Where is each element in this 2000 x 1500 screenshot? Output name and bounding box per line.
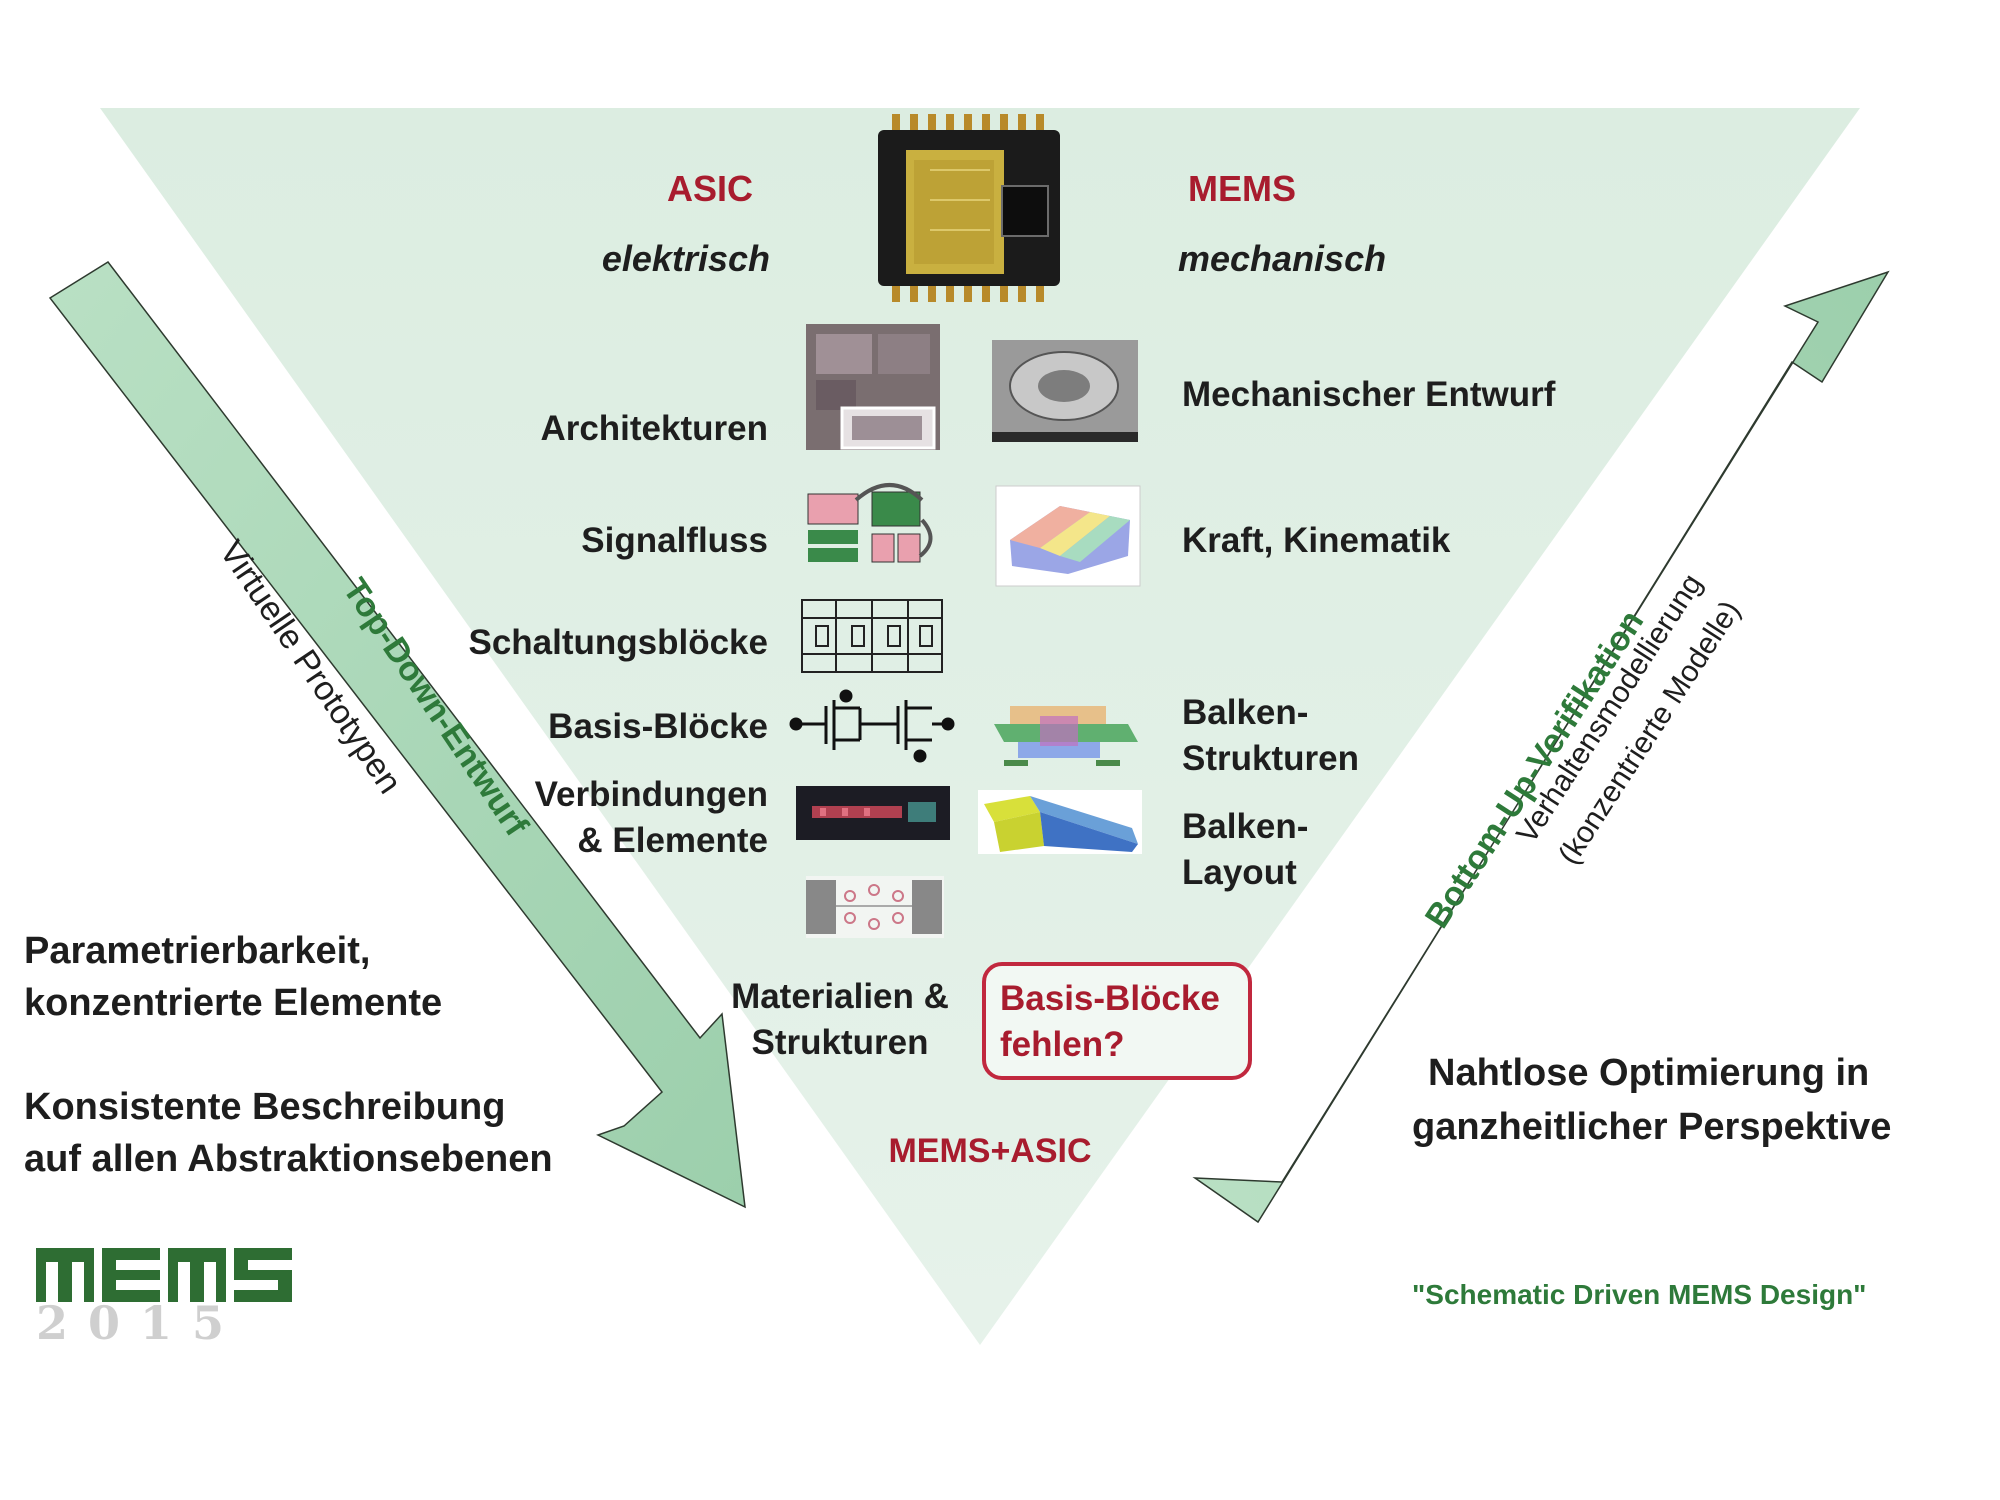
level-balken-strukturen-line2: Strukturen [1182, 739, 1359, 778]
level-kraft-kinematik: Kraft, Kinematik [1182, 521, 1451, 560]
material-structure-image [806, 876, 944, 938]
missing-basic-blocks-line2: fehlen? [1000, 1025, 1125, 1064]
asic-subtitle: elektrisch [601, 238, 770, 279]
interconnect-image [796, 786, 950, 840]
left-text-p1-line1: Parametrierbarkeit, [24, 930, 371, 972]
tagline: "Schematic Driven MEMS Design" [1412, 1279, 1867, 1310]
mems-2015-logo [36, 1248, 292, 1302]
top-down-arrow [48, 261, 746, 1209]
left-text-p1-line2: konzentrierte Elemente [24, 982, 443, 1024]
left-text-p2-line1: Konsistente Beschreibung [24, 1086, 506, 1128]
level-verbindungen-line2: & Elemente [577, 821, 768, 860]
circuit-blocks-image [801, 599, 943, 673]
abstraction-triangle [100, 108, 1860, 1345]
logo-year: 2015 [36, 1296, 245, 1350]
level-basis-bloecke: Basis-Blöcke [548, 707, 768, 746]
mems-subtitle: mechanisch [1178, 238, 1387, 279]
architecture-image [806, 324, 940, 450]
bottom-up-arrow [1192, 270, 1890, 1224]
basic-block-symbol [789, 689, 955, 763]
mems-title: MEMS [1188, 168, 1296, 209]
materialien-line2: Strukturen [751, 1023, 929, 1062]
beam-layout-image [978, 790, 1142, 854]
kinematics-plot-image [995, 485, 1141, 587]
right-text-line1: Nahtlose Optimierung in [1428, 1052, 1870, 1094]
level-signalfluss: Signalfluss [581, 521, 768, 560]
level-mechanischer-entwurf: Mechanischer Entwurf [1182, 375, 1556, 414]
beam-structure-image [994, 706, 1138, 766]
chip-image [878, 114, 1060, 302]
materialien-line1: Materialien & [731, 977, 949, 1016]
left-text-p2-line2: auf allen Abstraktionsebenen [24, 1138, 553, 1180]
level-verbindungen-line1: Verbindungen [534, 775, 768, 814]
missing-basic-blocks-box [982, 962, 1252, 1080]
signal-flow-image [807, 483, 933, 563]
level-balken-layout-line1: Balken- [1182, 807, 1309, 846]
asic-title: ASIC [666, 168, 753, 209]
mems-asic-label: MEMS+ASIC [888, 1132, 1092, 1170]
mechanical-design-image [992, 340, 1138, 442]
level-architekturen: Architekturen [540, 409, 768, 448]
missing-basic-blocks-line1: Basis-Blöcke [1000, 979, 1220, 1018]
right-text-line2: ganzheitlicher Perspektive [1412, 1106, 1892, 1148]
level-schaltungsbloecke: Schaltungsblöcke [468, 623, 768, 662]
level-balken-layout-line2: Layout [1182, 853, 1297, 892]
level-balken-strukturen-line1: Balken- [1182, 693, 1309, 732]
